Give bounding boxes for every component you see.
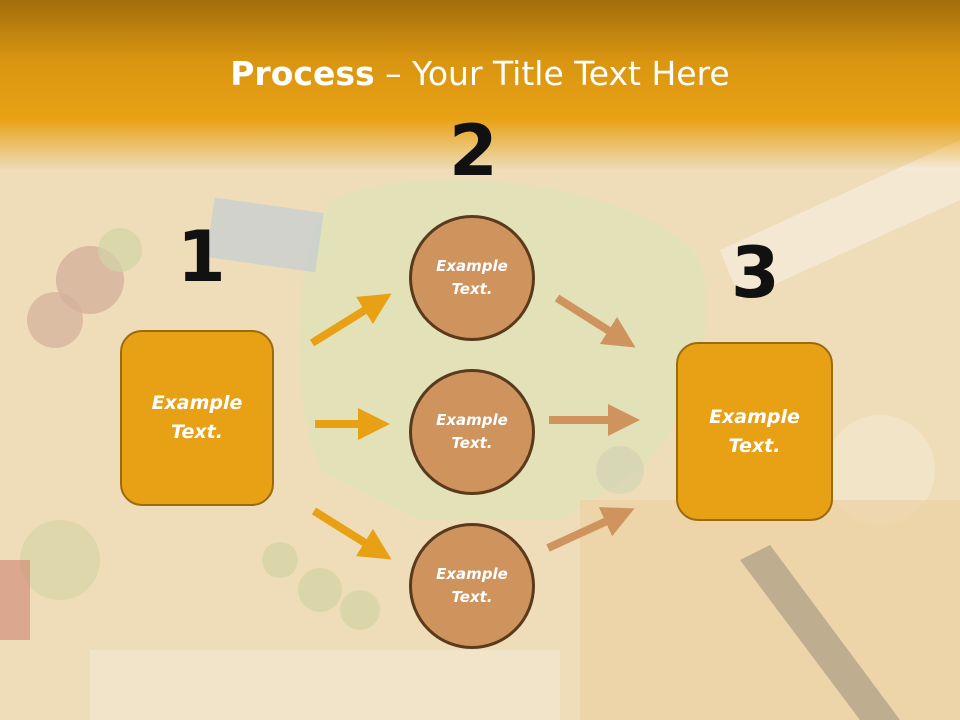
circle-top-label: Example Text. xyxy=(436,257,508,298)
circle-bottom: Example Text. xyxy=(409,523,535,649)
step-number-2: 2 xyxy=(449,110,498,192)
title-rest: – Your Title Text Here xyxy=(374,54,730,93)
circle-middle-label: Example Text. xyxy=(436,411,508,452)
arrow-top-to-3 xyxy=(554,294,636,348)
circle-middle: Example Text. xyxy=(409,369,535,495)
arrow-bottom-to-3 xyxy=(546,507,635,552)
step-number-3: 3 xyxy=(731,232,780,314)
title-bold: Process xyxy=(230,54,375,93)
step-3-box: Example Text. xyxy=(676,342,833,521)
arrow-1-to-bottom xyxy=(311,507,392,560)
title-bar xyxy=(0,0,960,170)
arrow-1-to-top xyxy=(309,293,392,347)
page-title: Process – Your Title Text Here xyxy=(0,52,960,96)
circle-top: Example Text. xyxy=(409,215,535,341)
step-1-box: Example Text. xyxy=(120,330,274,506)
step-3-label: Example Text. xyxy=(709,405,800,457)
step-1-label: Example Text. xyxy=(151,392,243,443)
step-number-1: 1 xyxy=(177,216,226,298)
circle-bottom-label: Example Text. xyxy=(436,565,508,606)
